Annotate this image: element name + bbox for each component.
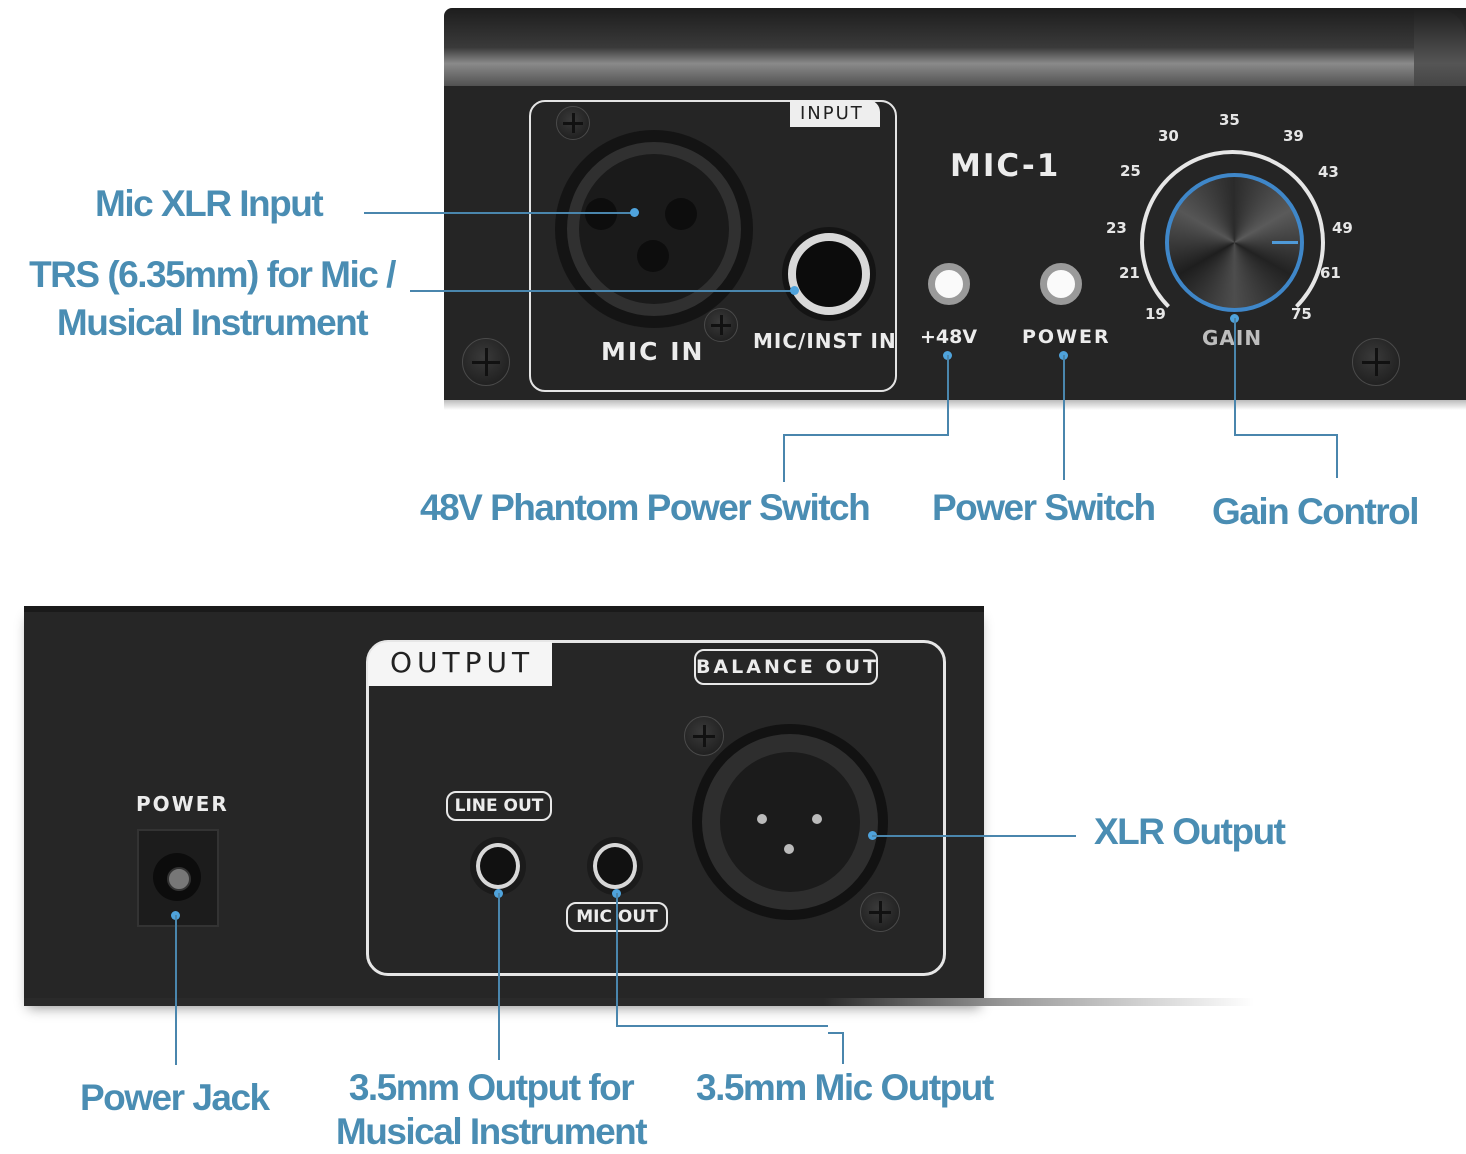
gain-tick: 61 <box>1320 264 1341 282</box>
front-bottom-shadow <box>444 400 1466 410</box>
leader-line <box>616 1025 828 1027</box>
leader-line <box>872 835 1076 837</box>
xlr-input-jack[interactable] <box>555 130 753 328</box>
gain-tick: 43 <box>1318 163 1339 181</box>
callout-power-jack: Power Jack <box>80 1077 270 1118</box>
leader-line <box>828 1032 844 1034</box>
power-jack-pin <box>167 867 191 891</box>
output-tab-label: OUTPUT <box>390 646 535 679</box>
line-out-label: LINE OUT <box>446 791 552 821</box>
gain-tick: 75 <box>1291 305 1312 323</box>
xlr-pin <box>812 814 822 824</box>
trs-input-jack[interactable] <box>788 233 870 315</box>
output-tab <box>368 642 552 686</box>
gain-tick: 30 <box>1158 127 1179 145</box>
xlr-pin-hole <box>665 198 697 230</box>
callout-35mm-line1: 3.5mm Output for <box>348 1067 635 1108</box>
leader-line <box>410 290 796 292</box>
gain-tick: 35 <box>1219 111 1240 129</box>
input-tab <box>790 100 880 127</box>
leader-line <box>498 893 500 1060</box>
phantom-label: +48V <box>920 326 978 348</box>
leader-line <box>783 434 785 482</box>
callout-power-switch: Power Switch <box>932 487 1156 528</box>
callout-35mm-mic-output: 3.5mm Mic Output <box>696 1067 994 1108</box>
leader-line <box>1336 434 1338 478</box>
input-section <box>529 100 897 392</box>
leader-line <box>842 1032 844 1064</box>
leader-line <box>616 893 618 1027</box>
callout-35mm-instrument-output: 3.5mm Output for Musical Instrument <box>326 1066 656 1154</box>
xlr-pin <box>784 844 794 854</box>
screw-icon <box>860 892 900 932</box>
mic-in-label: MIC IN <box>601 337 705 366</box>
mic-out-jack[interactable] <box>593 843 637 889</box>
power-switch[interactable] <box>1040 263 1082 305</box>
xlr-output-jack[interactable] <box>692 724 888 920</box>
gain-tick: 19 <box>1145 305 1166 323</box>
callout-35mm-line2: Musical Instrument <box>335 1111 648 1152</box>
xlr-pin-hole <box>637 240 669 272</box>
output-section <box>366 640 946 976</box>
gain-label: GAIN <box>1202 326 1263 350</box>
leader-dot <box>630 208 639 217</box>
screw-icon <box>684 716 724 756</box>
gain-tick: 23 <box>1106 219 1127 237</box>
leader-dot <box>790 286 799 295</box>
power-jack[interactable] <box>137 829 219 927</box>
callout-trs-line1: TRS (6.35mm) for Mic / <box>29 254 396 295</box>
callout-trs-input: TRS (6.35mm) for Mic / Musical Instrumen… <box>20 253 404 345</box>
xlr-pin-hole <box>585 198 617 230</box>
leader-line <box>783 434 949 436</box>
model-label: MIC-1 <box>950 148 1061 184</box>
screw-icon <box>556 106 590 140</box>
screw-icon <box>462 338 510 386</box>
phantom-power-switch[interactable] <box>928 263 970 305</box>
leader-line <box>175 915 177 1065</box>
gain-tick: 21 <box>1119 264 1140 282</box>
callout-phantom-switch: 48V Phantom Power Switch <box>420 487 871 528</box>
power-label-front: POWER <box>1022 326 1111 348</box>
gain-scale-arc <box>1140 150 1325 335</box>
gain-tick: 39 <box>1283 127 1304 145</box>
leader-line <box>364 212 634 214</box>
callout-xlr-output: XLR Output <box>1094 811 1286 852</box>
callout-mic-xlr-input: Mic XLR Input <box>95 183 324 224</box>
line-out-jack[interactable] <box>476 843 520 889</box>
balance-out-label: BALANCE OUT <box>694 649 878 685</box>
leader-line <box>1063 355 1065 480</box>
xlr-pin <box>757 814 767 824</box>
mic-inst-in-label: MIC/INST IN <box>753 329 897 353</box>
leader-line <box>947 355 949 436</box>
power-jack-socket <box>153 853 201 901</box>
leader-line <box>1234 434 1338 436</box>
gain-knob[interactable] <box>1165 173 1304 312</box>
input-tab-label: INPUT <box>800 103 864 124</box>
callout-trs-line2: Musical Instrument <box>56 302 369 343</box>
gain-tick: 49 <box>1332 219 1353 237</box>
gain-tick: 25 <box>1120 162 1141 180</box>
gain-knob-indicator <box>1272 241 1298 244</box>
screw-icon <box>1352 338 1400 386</box>
screw-icon <box>704 308 738 342</box>
leader-line <box>1234 318 1236 436</box>
callout-gain-control: Gain Control <box>1212 491 1420 532</box>
rear-device-shadow <box>24 998 1254 1006</box>
rear-power-label: POWER <box>136 792 229 816</box>
